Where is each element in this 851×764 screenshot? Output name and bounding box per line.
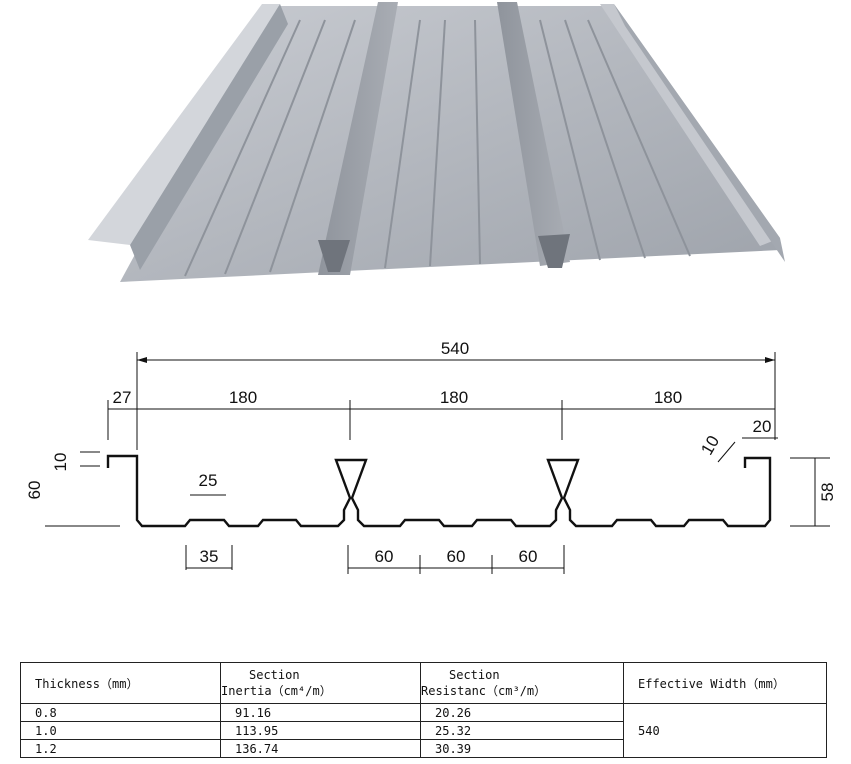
header-inertia: Section Inertia（cm⁴/m） xyxy=(220,662,421,704)
header-thickness: Thickness（mm） xyxy=(20,662,221,704)
dim-lip-right: 10 xyxy=(697,432,723,458)
cell-resistance: 25.32 xyxy=(420,721,624,740)
header-resist-line1: Section xyxy=(449,667,500,682)
header-resist-line2: Resistanc（cm³/m） xyxy=(421,683,547,698)
dim-right-flange: 20 xyxy=(753,417,772,436)
rib-lines xyxy=(184,19,691,277)
dim-pitch-3: 180 xyxy=(654,388,682,407)
cell-thickness: 0.8 xyxy=(20,703,221,722)
table-row: 1.2 136.74 30.39 xyxy=(20,739,827,758)
profile-outline xyxy=(106,454,772,528)
cell-thickness: 1.0 xyxy=(20,721,221,740)
header-inertia-line1: Section xyxy=(249,667,300,682)
cell-resistance: 30.39 xyxy=(420,739,624,758)
dim-overall-width: 540 xyxy=(441,339,469,358)
header-resistance: Section Resistanc（cm³/m） xyxy=(420,662,624,704)
table-header-row: Thickness（mm） Section Inertia（cm⁴/m） Sec… xyxy=(20,662,827,704)
profile-cross-section: 540 27 180 180 180 20 10 60 10 58 25 35 … xyxy=(25,339,837,574)
cell-inertia: 91.16 xyxy=(220,703,421,722)
dim-rib-bottom: 35 xyxy=(200,547,219,566)
cell-effective-width: 540 xyxy=(623,703,827,758)
decking-sheet-illustration xyxy=(88,2,785,282)
cell-inertia: 136.74 xyxy=(220,739,421,758)
dim-edge-offset: 27 xyxy=(113,388,132,407)
dim-height-left: 60 xyxy=(25,481,44,500)
spec-table: Thickness（mm） Section Inertia（cm⁴/m） Sec… xyxy=(20,662,827,758)
dim-lip-left: 10 xyxy=(51,453,70,472)
header-inertia-line2: Inertia（cm⁴/m） xyxy=(221,683,332,698)
cell-inertia: 113.95 xyxy=(220,721,421,740)
header-effective-width: Effective Width（mm） xyxy=(623,662,827,704)
dim-sub-3: 60 xyxy=(519,547,538,566)
dim-pitch-2: 180 xyxy=(440,388,468,407)
dim-sub-1: 60 xyxy=(375,547,394,566)
dim-pitch-1: 180 xyxy=(229,388,257,407)
cell-resistance: 20.26 xyxy=(420,703,624,722)
table-row: 0.8 91.16 20.26 540 xyxy=(20,703,827,758)
table-row: 1.0 113.95 25.32 xyxy=(20,721,827,740)
dim-sub-2: 60 xyxy=(447,547,466,566)
dim-height-right: 58 xyxy=(818,483,837,502)
dim-rib-top: 25 xyxy=(199,471,218,490)
cell-thickness: 1.2 xyxy=(20,739,221,758)
